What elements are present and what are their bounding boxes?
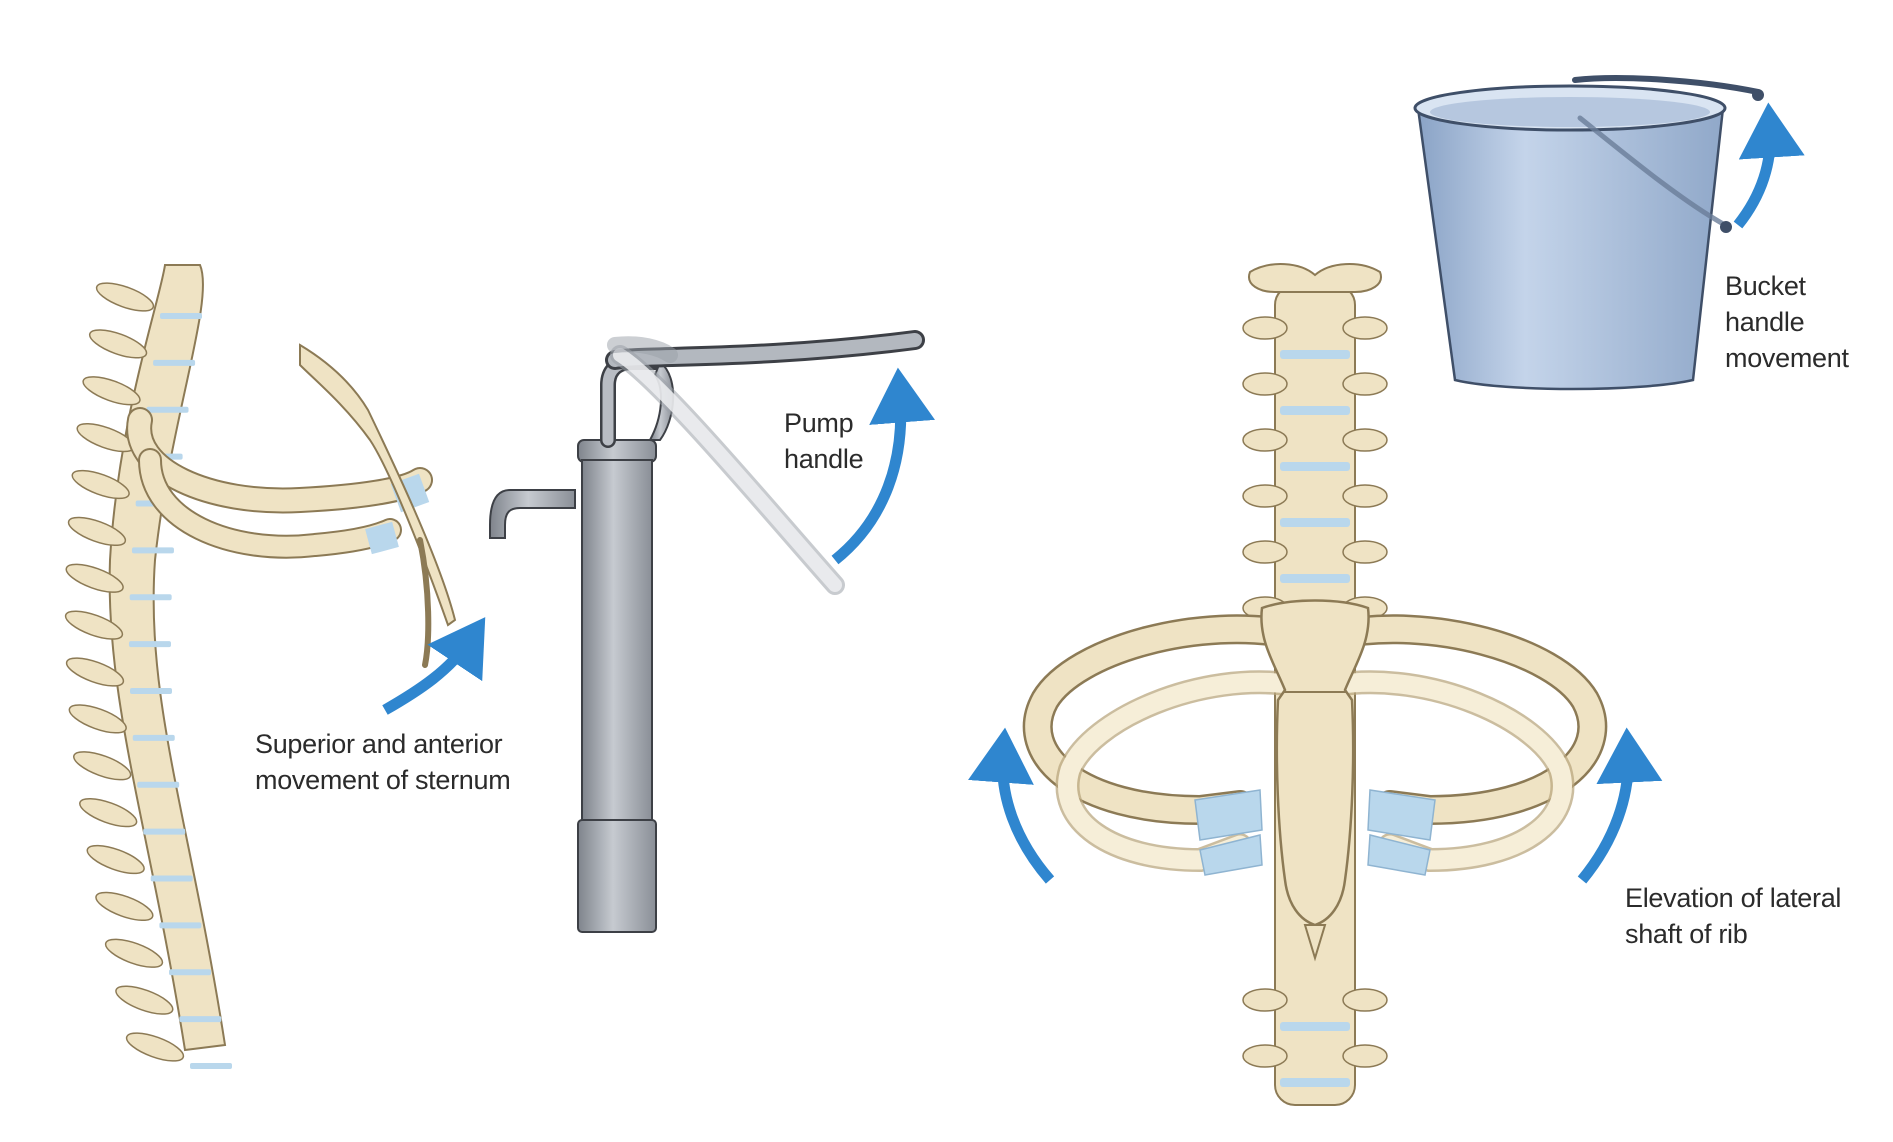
costal-cartilage-left <box>1195 790 1262 875</box>
transverse-process-right <box>1343 1045 1387 1067</box>
bucket-arrow-icon <box>1738 130 1770 225</box>
disc-lateral <box>159 922 201 928</box>
spinous-process <box>71 746 134 785</box>
bucket-handle-label: Bucket handle movement <box>1725 268 1849 376</box>
disc-lateral <box>132 547 174 553</box>
disc-anterior <box>1280 1022 1350 1031</box>
pump-barrel <box>582 460 652 830</box>
disc-lateral <box>143 829 185 835</box>
transverse-process-left <box>1243 429 1287 451</box>
sternum-label-line2: movement of sternum <box>255 762 510 798</box>
pump-base <box>578 820 656 932</box>
bucket-icon <box>1415 78 1770 389</box>
disc-lateral <box>130 594 172 600</box>
spinous-process <box>93 887 156 926</box>
spinous-process <box>86 324 149 363</box>
transverse-process-right <box>1343 429 1387 451</box>
rib-elevation-label: Elevation of lateral shaft of rib <box>1625 880 1841 952</box>
sternum-label-line1: Superior and anterior <box>255 726 510 762</box>
spinous-process <box>77 793 140 832</box>
pump-handle-label: Pump handle <box>784 405 863 477</box>
sternum-label: Superior and anterior movement of sternu… <box>255 726 510 798</box>
vertebral-column <box>110 265 225 1050</box>
rib-cage-anterior-view <box>1003 264 1629 1105</box>
disc-anterior <box>1280 574 1350 583</box>
transverse-process-left <box>1243 485 1287 507</box>
transverse-process-left <box>1243 541 1287 563</box>
transverse-process-left <box>1243 317 1287 339</box>
disc-lateral <box>130 688 172 694</box>
bucket-handle-label-line2: handle <box>1725 304 1849 340</box>
disc-lateral <box>169 969 211 975</box>
transverse-process-left <box>1243 373 1287 395</box>
bucket-handle-label-line3: movement <box>1725 340 1849 376</box>
disc-lateral <box>147 407 189 413</box>
pump-cap <box>578 440 656 462</box>
pump-spout <box>490 490 575 538</box>
disc-anterior <box>1280 1078 1350 1087</box>
spinous-process <box>113 980 176 1019</box>
transverse-process-right <box>1343 317 1387 339</box>
disc-lateral <box>190 1063 232 1069</box>
transverse-process-right <box>1343 485 1387 507</box>
pump-handle-label-line1: Pump <box>784 405 863 441</box>
transverse-process-right <box>1343 373 1387 395</box>
disc-anterior <box>1280 406 1350 415</box>
spinous-process <box>102 934 165 973</box>
transverse-process-left <box>1243 989 1287 1011</box>
disc-anterior <box>1280 462 1350 471</box>
disc-lateral <box>137 782 179 788</box>
spine-lateral-view <box>62 265 470 1069</box>
disc-lateral <box>160 313 202 319</box>
costal-cartilage-right <box>1368 790 1435 875</box>
disc-lateral <box>153 360 195 366</box>
rib-elevation-label-line1: Elevation of lateral <box>1625 880 1841 916</box>
transverse-process-right <box>1343 541 1387 563</box>
spinous-process <box>80 371 143 410</box>
rib-elevation-label-line2: shaft of rib <box>1625 916 1841 952</box>
disc-lateral <box>151 876 193 882</box>
transverse-process-right <box>1343 989 1387 1011</box>
disc-anterior <box>1280 350 1350 359</box>
spinous-process <box>123 1027 186 1066</box>
pump-handle-label-line2: handle <box>784 441 863 477</box>
top-vertebra <box>1249 264 1381 292</box>
disc-lateral <box>129 641 171 647</box>
transverse-process-left <box>1243 1045 1287 1067</box>
spinous-process <box>84 840 147 879</box>
bucket-handle-label-line1: Bucket <box>1725 268 1849 304</box>
spinous-process <box>93 277 156 316</box>
disc-anterior <box>1280 518 1350 527</box>
disc-lateral <box>179 1016 221 1022</box>
bucket-body <box>1418 108 1723 389</box>
rib-right-arrow-icon <box>1582 755 1628 880</box>
disc-lateral <box>133 735 175 741</box>
